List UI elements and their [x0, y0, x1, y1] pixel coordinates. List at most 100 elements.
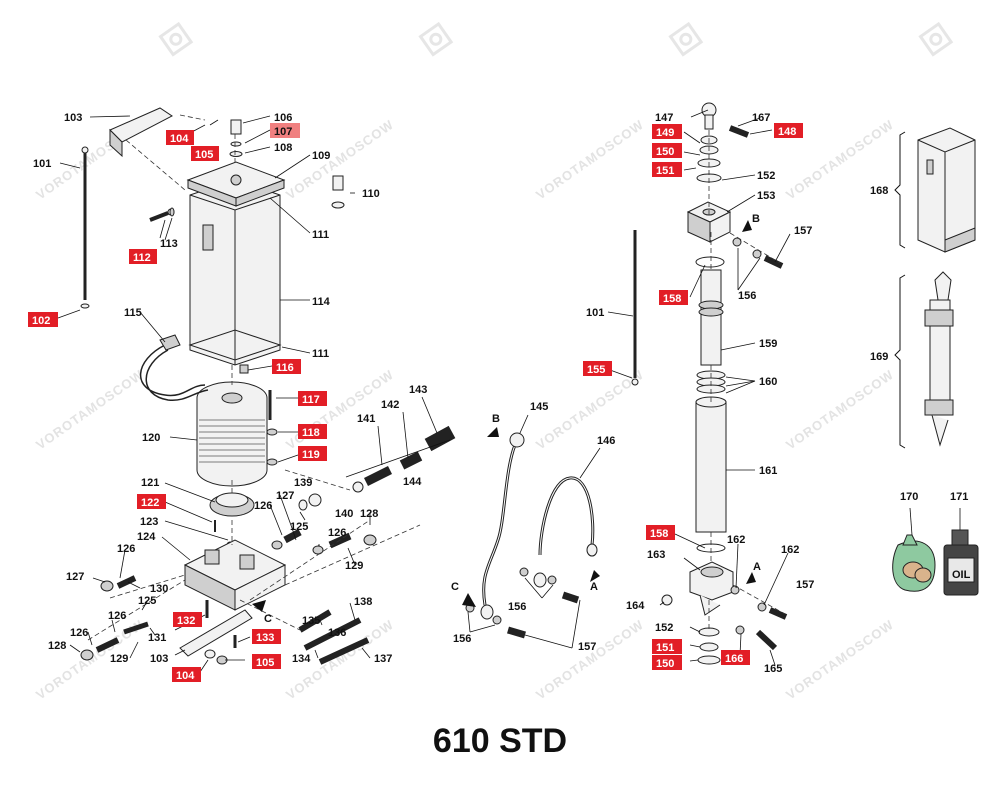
part-label-123: 123 [140, 516, 158, 528]
piston-rod [700, 269, 722, 366]
part-label-103: 103 [64, 112, 82, 124]
diagram-title: 610 STD [433, 722, 567, 760]
part-label-161: 161 [759, 465, 777, 477]
part-label-127b: 127 [276, 490, 294, 502]
part-label-148: 148 [778, 126, 796, 138]
part-number-labels: 101 102 103 104 105 106 107 108 109 110 … [32, 112, 971, 682]
part-label-150a: 150 [656, 146, 674, 158]
cylinder-barrel [695, 401, 727, 533]
part-label-108: 108 [274, 142, 292, 154]
part-label-116: 116 [276, 362, 294, 374]
cylinder-assembly [631, 102, 788, 665]
part-label-128b: 128 [48, 640, 66, 652]
part-label-163: 163 [647, 549, 665, 561]
arrow-label-c: C [264, 613, 272, 625]
part-label-124: 124 [137, 531, 156, 543]
part-label-153: 153 [757, 190, 775, 202]
part-label-149: 149 [656, 127, 674, 139]
mounting-bracket [109, 107, 173, 143]
highlight-labels [28, 123, 803, 682]
part-label-136: 136 [328, 627, 346, 639]
oil-bottle-cap [951, 529, 969, 546]
complete-units [892, 127, 979, 596]
part-label-129b: 129 [110, 653, 128, 665]
part-label-114: 114 [312, 296, 331, 308]
part-label-129a: 129 [345, 560, 363, 572]
part-label-171: 171 [950, 491, 968, 503]
part-label-125a: 125 [290, 521, 308, 533]
part-label-135: 135 [302, 615, 320, 627]
arrow-label-c: C [451, 581, 459, 593]
leader-lines [57, 109, 961, 673]
part-label-118: 118 [302, 427, 320, 439]
watermark-text: VOROTAMOSCOW [33, 367, 146, 453]
part-label-117: 117 [302, 394, 320, 406]
part-label-165: 165 [764, 663, 782, 675]
part-label-111: 111 [312, 229, 329, 241]
watermark-text: VOROTAMOSCOW [783, 367, 896, 453]
part-label-151b: 151 [656, 642, 674, 654]
part-label-167: 167 [752, 112, 770, 124]
part-label-137: 137 [374, 653, 392, 665]
part-label-112: 112 [133, 252, 151, 264]
part-label-126a: 126 [117, 543, 135, 555]
part-label-157b: 157 [796, 579, 814, 591]
part-label-110: 110 [362, 188, 380, 200]
part-label-152b: 152 [655, 622, 673, 634]
part-label-156b: 156 [508, 601, 526, 613]
part-label-104b: 104 [176, 670, 195, 682]
arrow-label-a: A [753, 561, 761, 573]
part-label-142: 142 [381, 399, 399, 411]
part-label-101: 101 [33, 158, 51, 170]
watermark-text: VOROTAMOSCOW [533, 367, 646, 453]
part-label-139: 139 [294, 477, 312, 489]
part-label-121: 121 [141, 477, 159, 489]
part-label-111b: 111 [312, 348, 329, 360]
part-label-150b: 150 [656, 658, 674, 670]
electric-motor [196, 398, 268, 487]
part-label-156c: 156 [453, 633, 471, 645]
part-label-151a: 151 [656, 165, 674, 177]
part-label-158b: 158 [650, 528, 668, 540]
part-label-168: 168 [870, 185, 888, 197]
watermark-text: VOROTAMOSCOW [783, 617, 896, 703]
part-label-107: 107 [274, 126, 292, 138]
part-label-164: 164 [626, 600, 645, 612]
part-label-103b: 103 [150, 653, 168, 665]
part-label-146: 146 [597, 435, 615, 447]
part-label-105b: 105 [256, 657, 274, 669]
part-label-104: 104 [170, 133, 189, 145]
part-label-155: 155 [587, 364, 605, 376]
part-label-159: 159 [759, 338, 777, 350]
arrow-label-b: B [492, 413, 500, 425]
part-label-133: 133 [256, 632, 274, 644]
part-label-127a: 127 [66, 571, 84, 583]
part-label-119: 119 [302, 449, 320, 461]
part-label-134: 134 [292, 653, 311, 665]
watermark-layer: VOROTAMOSCOW VOROTAMOSCOW VOROTAMOSCOW V… [33, 22, 953, 703]
part-label-122: 122 [141, 497, 159, 509]
part-label-160: 160 [759, 376, 777, 388]
part-label-170: 170 [900, 491, 918, 503]
part-label-140: 140 [335, 508, 353, 520]
part-label-130: 130 [150, 583, 168, 595]
part-label-166: 166 [725, 653, 743, 665]
part-label-106: 106 [274, 112, 292, 124]
lower-bracket [179, 609, 253, 657]
part-label-126e: 126 [70, 627, 88, 639]
part-label-158a: 158 [663, 293, 681, 305]
part-label-126d: 126 [108, 610, 126, 622]
arrow-label-a: A [590, 581, 598, 593]
part-label-143: 143 [409, 384, 427, 396]
part-label-141: 141 [357, 413, 375, 425]
part-label-156a: 156 [738, 290, 756, 302]
part-label-128a: 128 [360, 508, 378, 520]
part-label-125b: 125 [138, 595, 156, 607]
oil-label: OIL [952, 569, 971, 581]
arrow-label-b: B [752, 213, 760, 225]
part-label-157a: 157 [794, 225, 812, 237]
part-label-109: 109 [312, 150, 330, 162]
hose-assembly [462, 427, 600, 639]
part-label-144: 144 [403, 476, 422, 488]
